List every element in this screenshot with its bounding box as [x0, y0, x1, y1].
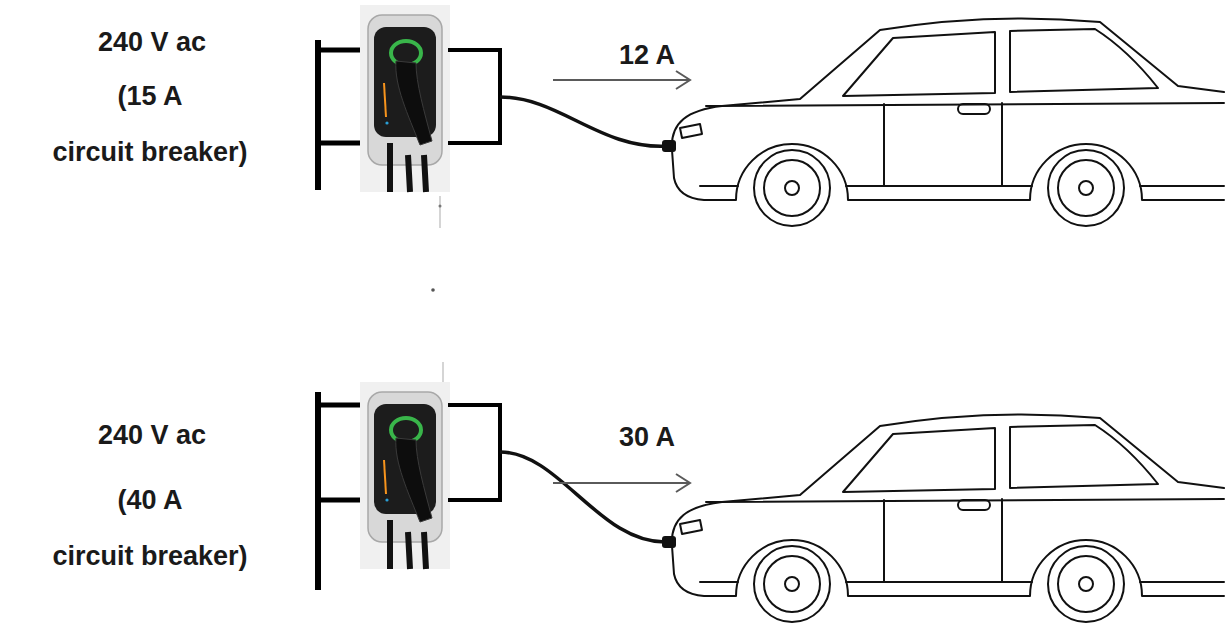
supply-voltage: 240 V ac	[98, 418, 206, 452]
supply-voltage: 240 V ac	[98, 25, 206, 59]
car-drawing	[672, 18, 1224, 226]
charging-cable	[500, 452, 668, 542]
current-arrow	[553, 474, 690, 492]
charging-plug	[662, 536, 676, 548]
output-wire	[448, 50, 500, 143]
current-arrow	[553, 71, 690, 89]
output-wire	[448, 405, 500, 500]
breaker-rating: (40 A circuit breaker)	[52, 472, 247, 584]
charge-current: 12 A	[619, 38, 675, 72]
charger-unit	[360, 5, 450, 192]
breaker-rating: (15 A circuit breaker)	[52, 68, 247, 180]
charger-unit	[360, 382, 450, 569]
charge-current: 30 A	[619, 420, 675, 454]
supply-bus	[315, 392, 321, 590]
charging-plug	[662, 140, 676, 152]
car-drawing	[672, 414, 1224, 622]
supply-wire	[318, 50, 362, 143]
supply-wire	[318, 405, 362, 500]
supply-bus	[315, 40, 321, 190]
scan-mark	[431, 288, 435, 292]
scan-mark	[439, 205, 442, 208]
scan-mark	[440, 196, 443, 382]
charging-cable	[500, 97, 668, 146]
